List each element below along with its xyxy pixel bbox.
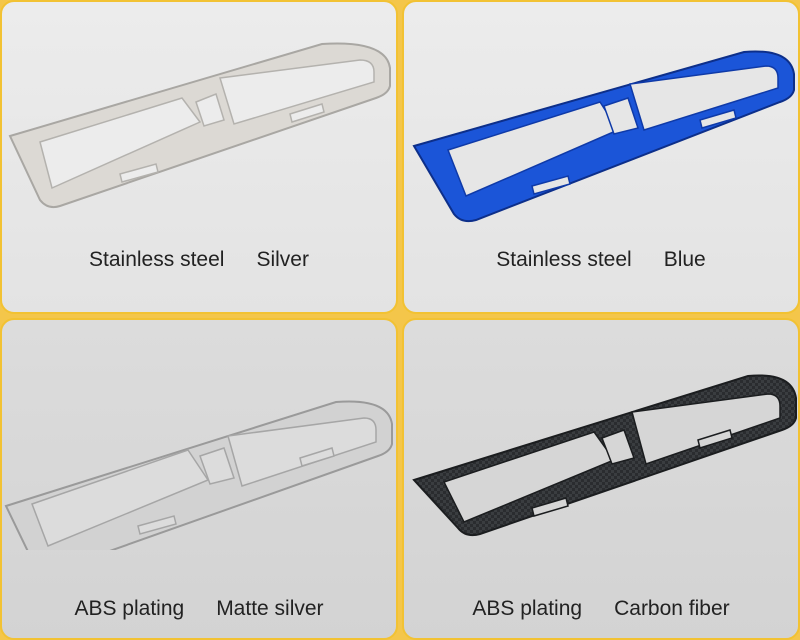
variant-color: Blue bbox=[663, 248, 706, 271]
vent-trim-image-matte-silver bbox=[4, 400, 393, 550]
variant-caption: Stainless steel Silver bbox=[2, 248, 396, 272]
variant-card-stainless-silver[interactable]: Stainless steel Silver bbox=[0, 0, 398, 314]
variant-color: Matte silver bbox=[216, 597, 324, 620]
vent-trim-image-silver bbox=[8, 42, 391, 209]
variant-caption: ABS plating Matte silver bbox=[2, 597, 396, 621]
variant-card-abs-matte-silver[interactable]: ABS plating Matte silver bbox=[0, 318, 398, 640]
vent-trim-image-carbon-fiber bbox=[412, 374, 797, 537]
vent-trim-image-blue bbox=[412, 50, 795, 223]
variant-material: Stainless steel bbox=[496, 248, 632, 271]
variant-caption: Stainless steel Blue bbox=[404, 248, 798, 272]
variant-color: Carbon fiber bbox=[614, 597, 730, 620]
variant-card-stainless-blue[interactable]: Stainless steel Blue bbox=[402, 0, 800, 314]
variant-card-abs-carbon-fiber[interactable]: ABS plating Carbon fiber bbox=[402, 318, 800, 640]
variant-caption: ABS plating Carbon fiber bbox=[404, 597, 798, 621]
variant-material: Stainless steel bbox=[89, 248, 225, 271]
variant-material: ABS plating bbox=[472, 597, 583, 620]
variant-color: Silver bbox=[256, 248, 309, 271]
variant-material: ABS plating bbox=[74, 597, 185, 620]
